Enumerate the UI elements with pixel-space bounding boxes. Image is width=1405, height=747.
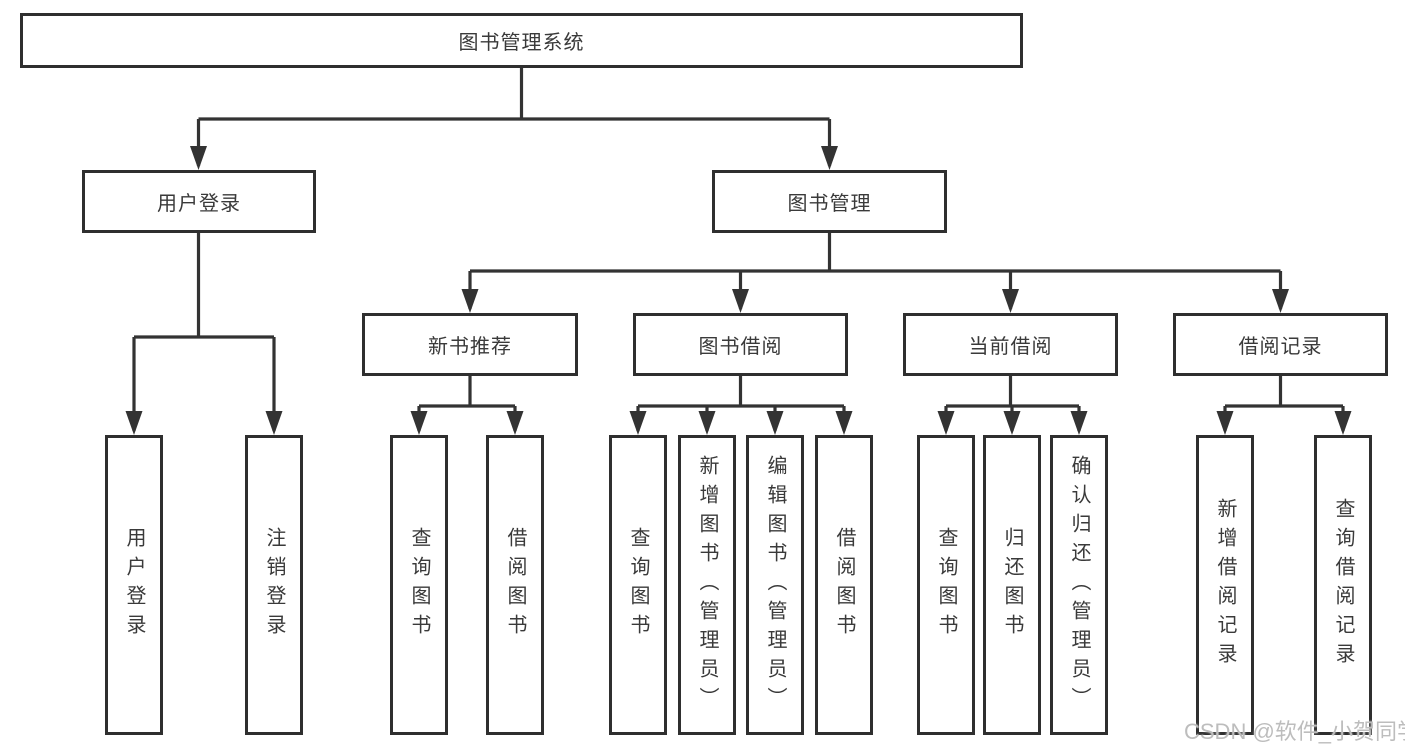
leaf-borrowing-add-books-admin-label: 新增图书（管理员）: [696, 454, 718, 716]
leaf-borrowing-edit-books-admin: 编辑图书（管理员）: [746, 435, 804, 735]
leaf-borrowing-query-books: 查询图书: [609, 435, 667, 735]
csdn-watermark: CSDN @软件_小贺同学: [1184, 719, 1405, 744]
leaf-recommend-query-books-label: 查询图书: [408, 527, 430, 643]
node-new-book-recommend: 新书推荐: [362, 313, 578, 376]
leaf-current-confirm-return-admin: 确认归还（管理员）: [1050, 435, 1108, 735]
leaf-logout-label: 注销登录: [263, 527, 285, 643]
node-borrowing-records: 借阅记录: [1173, 313, 1388, 376]
leaf-current-query-books: 查询图书: [917, 435, 975, 735]
node-new-book-recommend-label: 新书推荐: [428, 336, 512, 358]
node-user-login-label: 用户登录: [157, 193, 241, 215]
leaf-borrowing-query-books-label: 查询图书: [627, 527, 649, 643]
leaf-borrowing-edit-books-admin-label: 编辑图书（管理员）: [764, 454, 786, 716]
leaf-records-add-record-label: 新增借阅记录: [1214, 498, 1236, 672]
leaf-borrowing-add-books-admin: 新增图书（管理员）: [678, 435, 736, 735]
node-current-borrowing: 当前借阅: [903, 313, 1118, 376]
node-root-label: 图书管理系统: [458, 32, 585, 54]
node-root: 图书管理系统: [20, 13, 1023, 68]
leaf-records-query-record: 查询借阅记录: [1314, 435, 1372, 735]
leaf-user-login: 用户登录: [105, 435, 163, 735]
leaf-records-add-record: 新增借阅记录: [1196, 435, 1254, 735]
node-borrowing-records-label: 借阅记录: [1238, 336, 1323, 358]
node-current-borrowing-label: 当前借阅: [968, 336, 1053, 358]
leaf-current-confirm-return-admin-label: 确认归还（管理员）: [1068, 454, 1090, 716]
leaf-borrowing-borrow-books: 借阅图书: [815, 435, 873, 735]
node-book-borrowing: 图书借阅: [633, 313, 848, 376]
leaf-logout: 注销登录: [245, 435, 303, 735]
node-user-login: 用户登录: [82, 170, 316, 233]
leaf-recommend-borrow-books: 借阅图书: [486, 435, 544, 735]
leaf-current-return-books-label: 归还图书: [1001, 527, 1023, 643]
leaf-recommend-borrow-books-label: 借阅图书: [504, 527, 526, 643]
leaf-user-login-label: 用户登录: [123, 527, 145, 643]
leaf-borrowing-borrow-books-label: 借阅图书: [833, 527, 855, 643]
leaf-current-query-books-label: 查询图书: [935, 527, 957, 643]
leaf-records-query-record-label: 查询借阅记录: [1332, 498, 1354, 672]
node-book-borrowing-label: 图书借阅: [698, 336, 783, 358]
leaf-current-return-books: 归还图书: [983, 435, 1041, 735]
node-book-management-label: 图书管理: [787, 193, 872, 215]
leaf-recommend-query-books: 查询图书: [390, 435, 448, 735]
node-book-management: 图书管理: [712, 170, 947, 233]
